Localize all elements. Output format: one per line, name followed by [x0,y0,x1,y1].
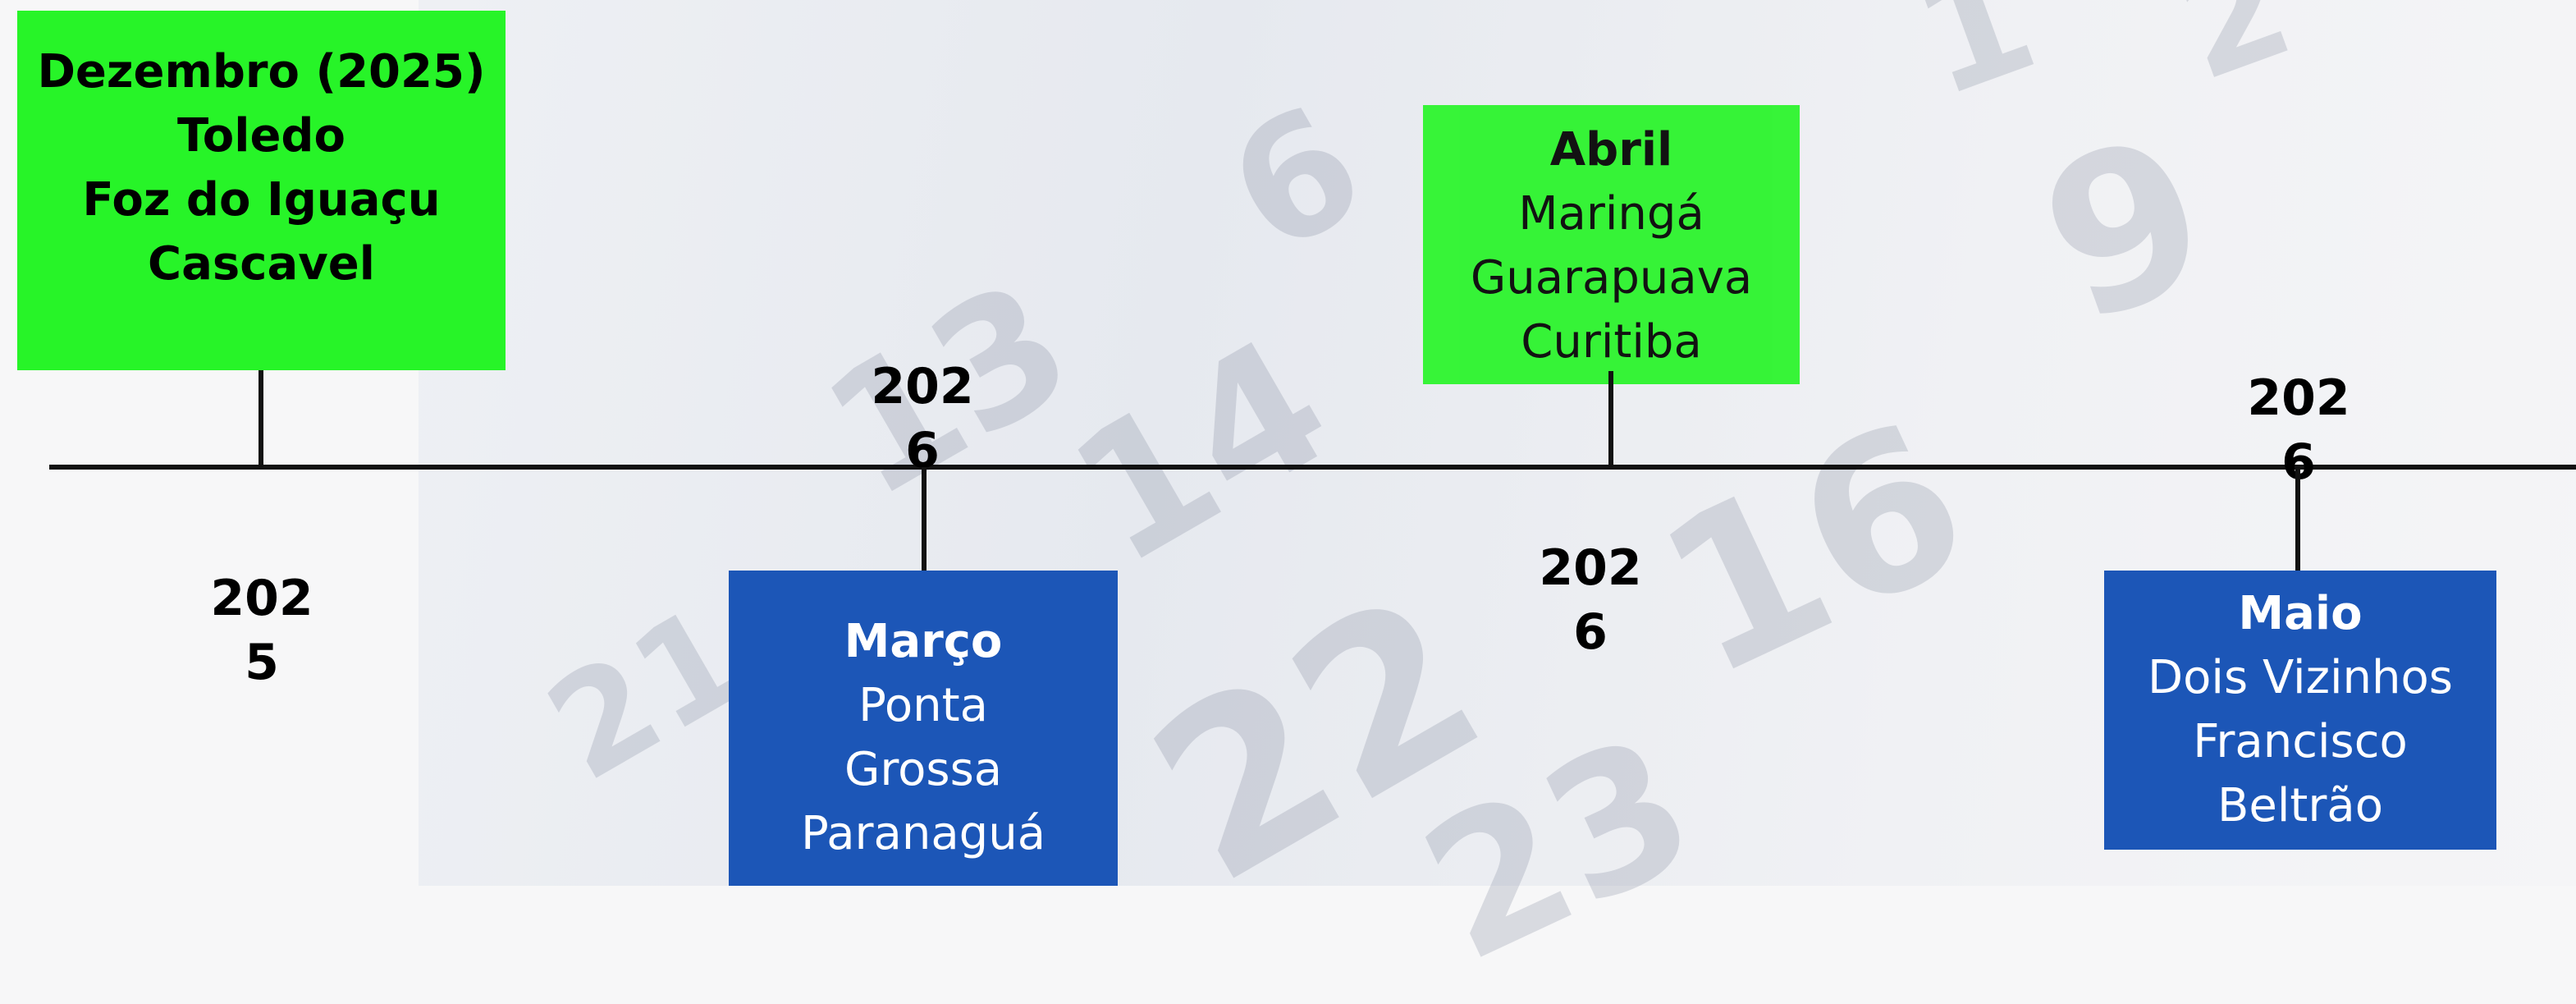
event-city: Dois Vizinhos [2148,651,2453,704]
event-year-label: 202 6 [871,358,974,479]
event-city: Guarapuava [1470,251,1753,305]
event-city: Curitiba [1521,315,1702,369]
event-connector [2295,467,2300,571]
event-card-maio: Maio Dois Vizinhos Francisco Beltrão [2104,571,2496,850]
event-city: Cascavel [148,237,375,291]
event-connector [1608,371,1613,467]
event-card-dezembro: Dezembro (2025) Toledo Foz do Iguaçu Cas… [17,11,506,370]
event-title: Dezembro (2025) [37,45,486,99]
event-city: Foz do Iguaçu [82,173,441,227]
event-title: Abril [1549,123,1673,177]
event-year-label: 202 5 [210,570,313,691]
event-connector [259,370,263,467]
event-year-label: 202 6 [1539,539,1642,661]
event-card-abril: Abril Maringá Guarapuava Curitiba [1423,105,1800,384]
timeline-axis [49,465,2576,470]
bg-calendar-number: 1 [1892,0,2057,132]
bg-calendar-number: 16 [1627,374,2002,726]
event-city: Beltrão [2217,779,2383,832]
event-city: Paranaguá [800,807,1046,860]
event-connector [922,467,927,571]
event-city: Maringá [1518,187,1704,241]
timeline-slide: { "colors": { "green_card": "#27f428", "… [17,0,2576,1004]
event-city: Grossa [844,743,1003,796]
event-city: Toledo [177,109,345,163]
event-title: Maio [2238,587,2363,640]
bg-calendar-number: 9 [2013,88,2239,372]
bg-calendar-number: 2 [2156,0,2313,115]
bg-calendar-number: 6 [1198,68,1393,292]
event-city: Francisco [2193,715,2408,768]
event-card-marco: Março Ponta Grossa Paranaguá [729,571,1118,886]
bg-calendar-number: 14 [1039,297,1362,606]
event-year-label: 202 6 [2247,369,2350,491]
event-city: Ponta [858,679,988,732]
event-title: Março [844,615,1003,668]
